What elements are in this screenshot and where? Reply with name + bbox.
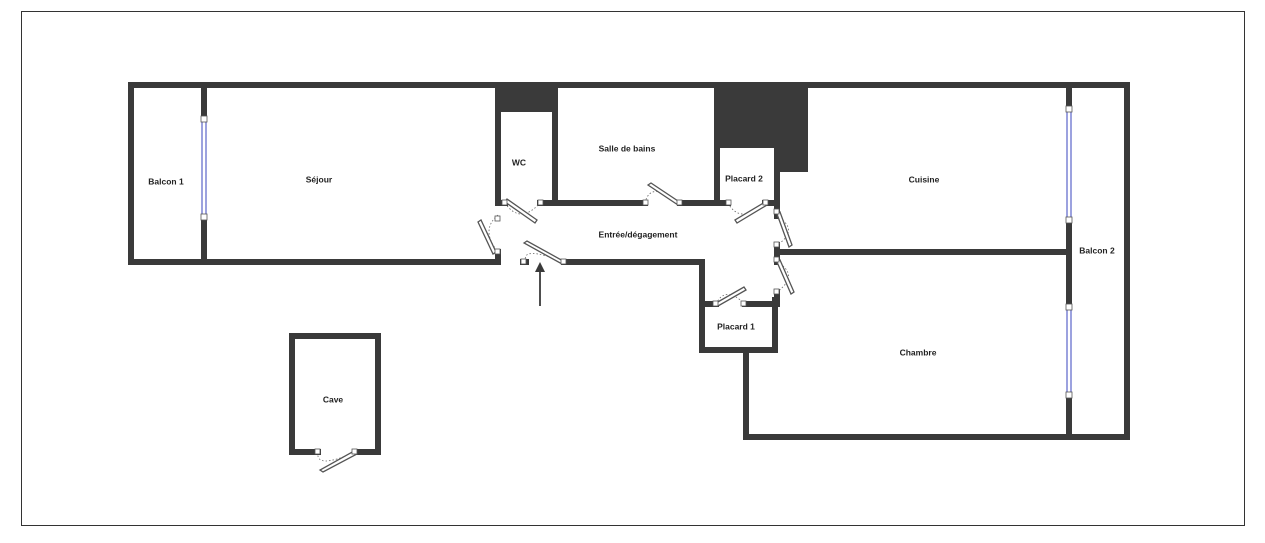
window-cuisine: [1065, 105, 1073, 224]
room-label-placard1: Placard 1: [717, 321, 755, 331]
room-label-cuisine: Cuisine: [909, 174, 940, 184]
duct-kitchen: [714, 85, 808, 172]
plan-border: [21, 11, 1245, 526]
door-cave: [314, 448, 359, 473]
door-wc: [501, 198, 544, 224]
door-placard2: [725, 199, 769, 224]
room-label-salle-de-bains: Salle de bains: [599, 143, 656, 153]
window-chambre: [1065, 303, 1073, 399]
room-label-placard2: Placard 2: [725, 173, 763, 183]
room-label-sejour: Séjour: [306, 174, 333, 184]
room-label-balcon1: Balcon 1: [148, 176, 184, 186]
room-label-chambre: Chambre: [900, 347, 937, 357]
door-entree: [520, 240, 567, 265]
room-label-wc: WC: [512, 157, 526, 167]
door-salle-de-bains: [642, 182, 683, 206]
room-label-balcon2: Balcon 2: [1079, 245, 1115, 255]
door-chambre: [773, 256, 795, 295]
window-balcon1: [200, 115, 208, 221]
door-sejour: [477, 214, 501, 255]
door-cuisine: [773, 208, 793, 248]
room-label-entree: Entrée/dégagement: [599, 229, 678, 239]
walls: [128, 82, 1130, 440]
door-placard1: [712, 286, 747, 307]
entrance-arrow: [535, 262, 545, 306]
cave-walls: [289, 333, 381, 455]
duct-wc: [496, 85, 557, 112]
room-label-cave: Cave: [323, 394, 344, 404]
